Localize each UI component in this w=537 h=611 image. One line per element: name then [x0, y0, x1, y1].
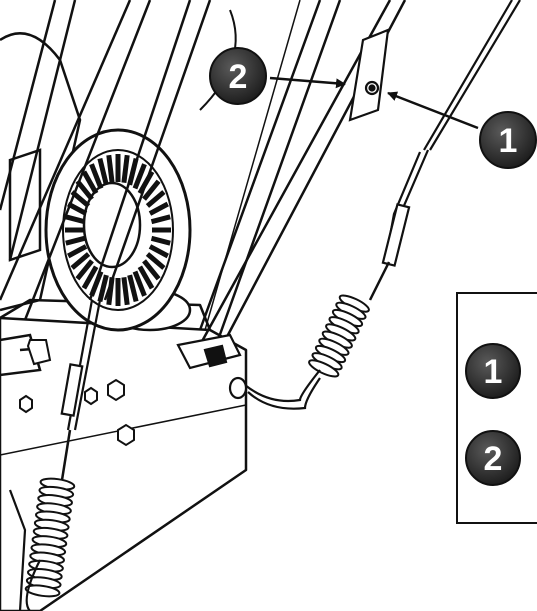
legend-box: 1 2: [456, 292, 537, 524]
callout-label-2: 2: [229, 58, 248, 96]
cable-bracket: [348, 28, 390, 122]
fan-slat: [65, 214, 86, 225]
callout-badge-1: 1: [479, 111, 537, 169]
fan-slat: [145, 252, 166, 270]
fan-slat: [75, 179, 94, 201]
housing-slot: [176, 333, 242, 370]
fan-slat: [150, 214, 171, 225]
housing-bolts: [19, 339, 135, 447]
callout-badge-2: 2: [209, 47, 267, 105]
fan-slat: [70, 252, 91, 270]
fan-slat: [75, 259, 94, 281]
fan-slat: [142, 259, 161, 281]
fan-slat: [65, 235, 86, 246]
spring-coil: [24, 584, 61, 598]
fan-slat: [67, 201, 88, 216]
fan-slat: [142, 179, 161, 201]
fan-slat: [106, 154, 115, 184]
starter-fan: [44, 128, 192, 332]
fan-slat: [132, 270, 147, 297]
fan-slat: [97, 157, 109, 186]
fan-slat: [67, 244, 88, 259]
fan-slat: [89, 163, 104, 190]
fan-slat: [137, 265, 155, 290]
spring-coil: [308, 359, 340, 378]
fan-slat: [148, 244, 169, 259]
left-control-cable: [8, 299, 102, 611]
fan-slat: [127, 274, 139, 303]
fan-slat: [145, 190, 166, 208]
fan-slat: [97, 274, 109, 303]
legend-item-1: 1: [465, 343, 521, 399]
fan-slat: [132, 163, 147, 190]
callout-label-1: 1: [499, 122, 518, 160]
fan-slat: [121, 276, 130, 306]
fan-slat: [148, 201, 169, 216]
fan-slat: [121, 154, 130, 184]
callout-2-arrow: [269, 76, 346, 89]
legend-label-2: 2: [484, 440, 503, 478]
fan-slat: [81, 170, 99, 195]
fan-slat: [81, 265, 99, 290]
legend-label-1: 1: [484, 353, 503, 391]
right-control-cable: [228, 0, 521, 410]
callout-1-arrow: [387, 91, 479, 130]
legend-item-2: 2: [465, 430, 521, 486]
fan-slat: [150, 235, 171, 246]
